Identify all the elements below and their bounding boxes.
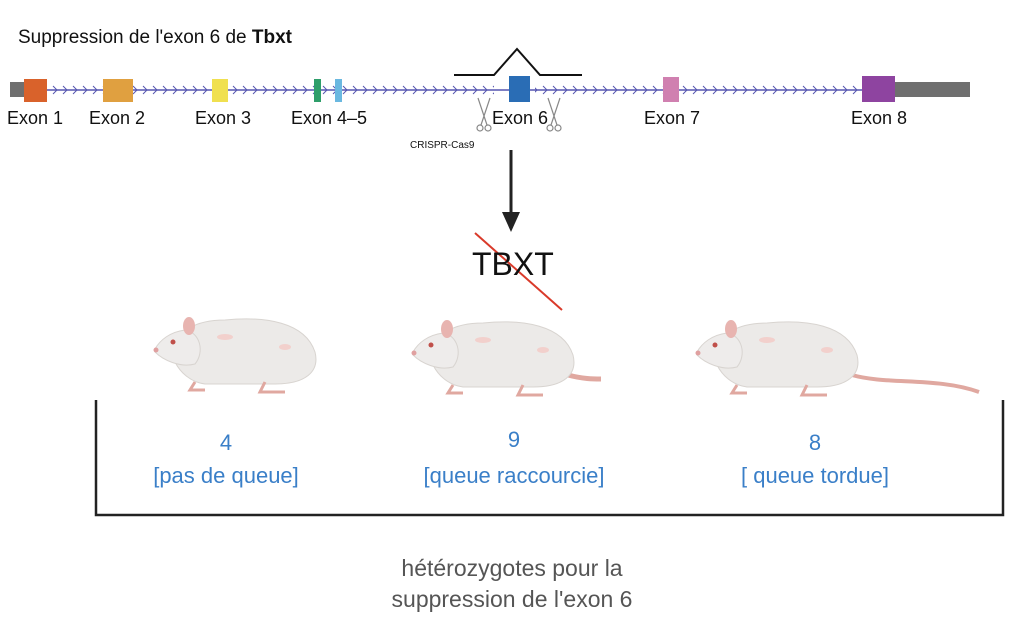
exon-label: Exon 8 xyxy=(850,108,908,128)
exon-5-box xyxy=(335,79,342,102)
group-count: 9 xyxy=(507,427,521,452)
title-gene: Tbxt xyxy=(251,27,293,48)
crispr-label: CRISPR-Cas9 xyxy=(410,140,475,151)
gene-structure xyxy=(10,47,970,102)
exon-1-box xyxy=(24,79,47,102)
group-phenotype: [pas de queue] xyxy=(153,463,299,488)
exon-3-box xyxy=(212,79,228,102)
footer-line-2: suppression de l'exon 6 xyxy=(391,586,633,612)
exon-label: Exon 6 xyxy=(491,108,549,128)
exon-6-box xyxy=(509,76,530,102)
group-count: 8 xyxy=(808,430,822,455)
knockout-gene-label: TBXT xyxy=(472,246,554,282)
splice-deletion-line xyxy=(454,47,582,76)
utr-3 xyxy=(895,82,970,97)
exon-7-box xyxy=(663,77,679,102)
exon-2-box xyxy=(103,79,133,102)
footer-line-1: hétérozygotes pour la xyxy=(401,555,623,581)
group-phenotype: [ queue tordue] xyxy=(740,463,890,488)
group-count: 4 xyxy=(219,430,233,455)
rat-kinked-tail xyxy=(694,318,980,397)
rat-short-tail xyxy=(410,318,602,397)
exon-4-box xyxy=(314,79,321,102)
exon-label: Exon 3 xyxy=(194,108,252,128)
rat-no-tail xyxy=(152,315,318,394)
utr-5 xyxy=(10,82,26,97)
exon-8-box xyxy=(862,76,895,102)
exon-label: Exon 2 xyxy=(88,108,146,128)
scissors-icon xyxy=(546,97,562,132)
exon-label: Exon 4–5 xyxy=(290,108,368,128)
scissors-icon xyxy=(476,97,492,132)
down-arrow-icon xyxy=(502,150,520,232)
title-text: Suppression de l'exon 6 de xyxy=(18,27,252,48)
exon-label: Exon 7 xyxy=(643,108,701,128)
exon-label: Exon 1 xyxy=(6,108,64,128)
figure-title: Suppression de l'exon 6 de Tbxt xyxy=(18,27,292,49)
group-bracket xyxy=(94,400,1005,517)
strike-line xyxy=(474,232,563,311)
group-phenotype: [queue raccourcie] xyxy=(423,463,605,488)
